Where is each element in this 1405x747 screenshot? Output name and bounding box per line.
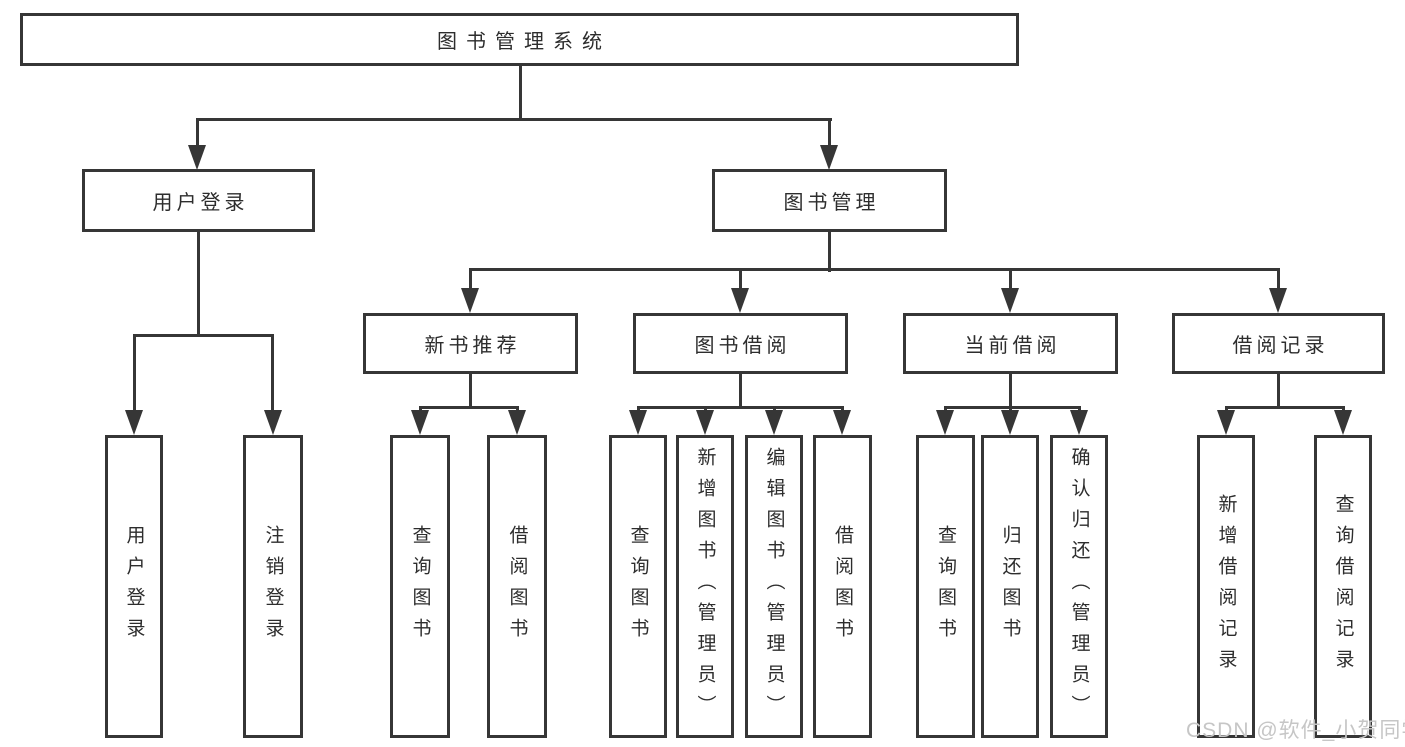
connector-line bbox=[773, 406, 776, 413]
node-label: 新书推荐 bbox=[424, 335, 521, 357]
arrowhead-down-icon bbox=[833, 410, 851, 435]
node-book-borrowing: 图书借阅 bbox=[633, 313, 848, 374]
node-label: 查询图书 bbox=[627, 524, 649, 649]
connector-line bbox=[1009, 268, 1012, 290]
connector-line bbox=[1342, 406, 1345, 413]
node-label: 借阅图书 bbox=[832, 524, 853, 649]
arrowhead-down-icon bbox=[461, 288, 479, 313]
arrowhead-down-icon bbox=[1334, 410, 1352, 435]
connector-line bbox=[1009, 406, 1012, 413]
arrowhead-down-icon bbox=[696, 410, 714, 435]
connector-line bbox=[637, 406, 843, 409]
node-label: 新增图书（管理员） bbox=[694, 447, 716, 726]
connector-line bbox=[828, 232, 831, 272]
node-root: 图书管理系统 bbox=[20, 13, 1019, 66]
node-user-login: 用户登录 bbox=[82, 169, 315, 232]
connector-line bbox=[196, 118, 199, 148]
node-label: 查询借阅记录 bbox=[1332, 493, 1354, 680]
node-label: 当前借阅 bbox=[964, 335, 1061, 357]
leaf-query-books-recommend: 查询图书 bbox=[390, 435, 450, 738]
connector-line bbox=[197, 232, 200, 336]
connector-line bbox=[1277, 374, 1280, 408]
node-label: 图书借阅 bbox=[694, 335, 791, 357]
arrowhead-down-icon bbox=[765, 410, 783, 435]
node-label: 确认归还（管理员） bbox=[1068, 447, 1090, 726]
connector-line bbox=[419, 406, 422, 413]
arrowhead-down-icon bbox=[1070, 410, 1088, 435]
arrowhead-down-icon bbox=[629, 410, 647, 435]
connector-line bbox=[637, 406, 640, 413]
connector-line bbox=[469, 268, 472, 290]
node-label: 新增借阅记录 bbox=[1215, 493, 1237, 680]
connector-line bbox=[133, 334, 136, 412]
node-label: 用户登录 bbox=[152, 192, 249, 214]
arrowhead-down-icon bbox=[125, 410, 143, 435]
node-label: 借阅记录 bbox=[1232, 335, 1329, 357]
connector-line bbox=[419, 406, 519, 409]
connector-line bbox=[469, 268, 1280, 271]
leaf-edit-book-admin: 编辑图书（管理员） bbox=[745, 435, 803, 738]
node-borrowing-records: 借阅记录 bbox=[1172, 313, 1385, 374]
leaf-user-login: 用户登录 bbox=[105, 435, 163, 738]
connector-line bbox=[519, 66, 522, 120]
connector-line bbox=[1277, 268, 1280, 290]
watermark-text: CSDN @软件_小贺同学 bbox=[1186, 719, 1405, 742]
leaf-query-books-current: 查询图书 bbox=[916, 435, 975, 738]
connector-line bbox=[841, 406, 844, 413]
connector-line bbox=[133, 334, 274, 337]
arrowhead-down-icon bbox=[508, 410, 526, 435]
connector-line bbox=[944, 406, 947, 413]
arrowhead-down-icon bbox=[411, 410, 429, 435]
leaf-query-borrow-record: 查询借阅记录 bbox=[1314, 435, 1372, 738]
connector-line bbox=[516, 406, 519, 413]
leaf-borrow-books-borrowing: 借阅图书 bbox=[813, 435, 872, 738]
connector-line bbox=[1225, 406, 1344, 409]
node-label: 注销登录 bbox=[262, 524, 284, 649]
leaf-add-book-admin: 新增图书（管理员） bbox=[676, 435, 734, 738]
arrowhead-down-icon bbox=[264, 410, 282, 435]
arrowhead-down-icon bbox=[1269, 288, 1287, 313]
leaf-confirm-return-admin: 确认归还（管理员） bbox=[1050, 435, 1108, 738]
node-label: 查询图书 bbox=[935, 524, 956, 649]
connector-line bbox=[1078, 406, 1081, 413]
leaf-query-books-borrowing: 查询图书 bbox=[609, 435, 667, 738]
node-label: 编辑图书（管理员） bbox=[763, 447, 785, 726]
connector-line bbox=[828, 118, 831, 148]
connector-line bbox=[271, 334, 274, 412]
node-book-management: 图书管理 bbox=[712, 169, 947, 232]
arrowhead-down-icon bbox=[1001, 288, 1019, 313]
node-label: 图书管理系统 bbox=[437, 31, 611, 53]
node-new-book-recommendation: 新书推荐 bbox=[363, 313, 578, 374]
leaf-add-borrow-record: 新增借阅记录 bbox=[1197, 435, 1255, 738]
arrowhead-down-icon bbox=[1217, 410, 1235, 435]
node-label: 图书管理 bbox=[783, 192, 880, 214]
leaf-logout: 注销登录 bbox=[243, 435, 303, 738]
connector-line bbox=[739, 374, 742, 408]
connector-line bbox=[196, 118, 832, 121]
node-label: 用户登录 bbox=[123, 524, 145, 649]
leaf-borrow-books-recommend: 借阅图书 bbox=[487, 435, 547, 738]
connector-line bbox=[704, 406, 707, 413]
node-current-borrowing: 当前借阅 bbox=[903, 313, 1118, 374]
arrowhead-down-icon bbox=[820, 145, 838, 170]
arrowhead-down-icon bbox=[188, 145, 206, 170]
connector-line bbox=[944, 406, 1080, 409]
arrowhead-down-icon bbox=[731, 288, 749, 313]
arrowhead-down-icon bbox=[1001, 410, 1019, 435]
node-label: 归还图书 bbox=[999, 524, 1021, 649]
node-label: 借阅图书 bbox=[506, 524, 528, 649]
connector-line bbox=[469, 374, 472, 408]
arrowhead-down-icon bbox=[936, 410, 954, 435]
connector-line bbox=[739, 268, 742, 290]
node-label: 查询图书 bbox=[409, 524, 431, 649]
connector-line bbox=[1009, 374, 1012, 408]
connector-line bbox=[1225, 406, 1228, 413]
leaf-return-books: 归还图书 bbox=[981, 435, 1039, 738]
